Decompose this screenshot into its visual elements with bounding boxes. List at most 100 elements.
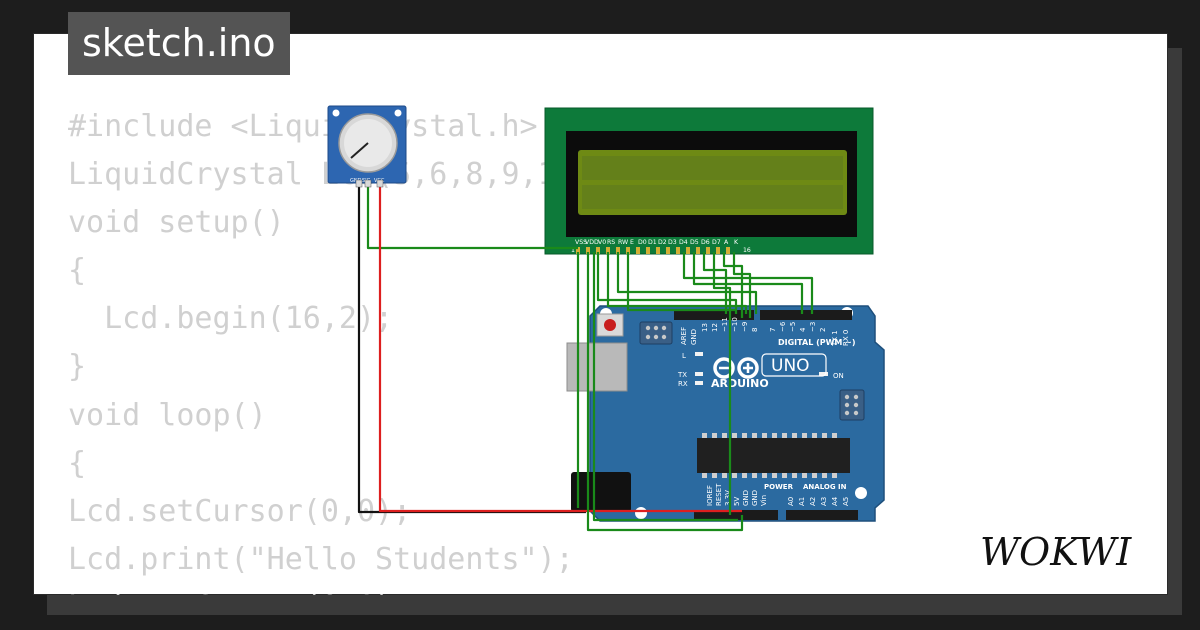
code-line-5: Lcd.begin(16,2); <box>68 301 394 337</box>
pin-5: ~5 <box>789 322 797 332</box>
pin-ioref: IOREF <box>706 485 714 506</box>
pin-6: ~6 <box>779 321 787 332</box>
pot-mount-hole <box>332 109 340 117</box>
lcd-pin-rw: RW <box>618 239 628 246</box>
wire-lcd-vdd <box>586 252 744 532</box>
atmega-chip <box>697 438 850 473</box>
digital-header-right <box>760 310 852 320</box>
pot-mount-hole <box>394 109 402 117</box>
arduino-logo-icon <box>713 357 759 379</box>
lcd-pin-d4: D4 <box>679 239 688 246</box>
pin-9: ~9 <box>741 322 749 332</box>
code-line-8: { <box>68 445 87 481</box>
analog-header <box>786 510 858 520</box>
power-header <box>694 510 778 520</box>
lcd-pin-vdd: VDD <box>585 239 599 246</box>
wires <box>357 187 814 532</box>
digital-header-left <box>674 310 754 320</box>
pin-a1: A1 <box>798 497 806 506</box>
pin-5v: 5V <box>733 497 741 506</box>
led-rx-label: RX <box>678 380 688 388</box>
icsp-header <box>639 321 673 345</box>
pin-8: 8 <box>751 328 759 332</box>
code-line-4: { <box>68 253 87 289</box>
lcd-pin-d3: D3 <box>668 239 677 246</box>
lcd-pin-e: E <box>630 239 634 246</box>
pin-a4: A4 <box>831 496 839 506</box>
code-line-7: void loop() <box>68 397 267 433</box>
lcd-pin-number-last: 16 <box>743 247 751 254</box>
brand-logo-text: WOKWI <box>980 530 1132 574</box>
potentiometer[interactable]: GND SIG VCC <box>327 105 407 188</box>
pin-tx: TX 1 <box>831 330 839 347</box>
code-line-3: void setup() <box>68 205 285 241</box>
model-label: UNO <box>771 356 810 376</box>
lcd-16x2[interactable]: VSS VDD V0 RS RW E D0 D1 D2 D3 D4 D5 D6 … <box>544 107 874 255</box>
pin-3: ~3 <box>809 322 817 332</box>
pot-indicator <box>350 142 369 159</box>
wire-pot-sig-lcd-v0 <box>366 187 578 250</box>
arduino-uno[interactable]: AREF GND 13 12 ~11 ~10 ~9 8 7 ~6 ~5 4 ~3… <box>566 305 885 522</box>
code-line-6: } <box>68 349 87 385</box>
lcd-char-grid <box>582 156 843 209</box>
wire-lcd-rw <box>616 252 758 314</box>
pin-a2: A2 <box>809 497 817 506</box>
pin-3v3: 3.3V <box>724 490 732 506</box>
code-line-10: Lcd.print("Hello Students"); <box>68 541 574 577</box>
wire-lcd-rs <box>606 252 748 314</box>
power-header-label: POWER <box>764 483 794 491</box>
pin-7: 7 <box>769 328 777 332</box>
wire-lcd-k <box>732 252 752 318</box>
lcd-pin-vss: VSS <box>575 239 587 246</box>
lcd-pin-k: K <box>734 239 739 246</box>
reset-button[interactable] <box>604 319 616 331</box>
wire-lcd-d7 <box>712 252 732 515</box>
pin-a3: A3 <box>820 497 828 506</box>
lcd-pin-d5: D5 <box>690 239 699 246</box>
pin-reset: RESET <box>715 483 723 506</box>
usb-connector <box>566 342 628 392</box>
pin-11: ~11 <box>721 317 729 332</box>
pin-10: ~10 <box>731 317 739 332</box>
led-on-label: ON <box>833 372 844 380</box>
wire-lcd-d5 <box>692 252 804 314</box>
pin-2: 2 <box>819 328 827 332</box>
icsp2-header <box>839 389 865 421</box>
file-tab[interactable]: sketch.ino <box>68 12 290 75</box>
digital-header-label: DIGITAL (PWM ~) <box>778 338 856 347</box>
lcd-pin-d2: D2 <box>658 239 667 246</box>
lcd-pin-d1: D1 <box>648 239 657 246</box>
wire-lcd-gnd-loop <box>592 252 738 522</box>
wire-lcd-d4 <box>682 252 814 314</box>
wire-pot-vcc <box>378 187 742 513</box>
lcd-pin-d6: D6 <box>701 239 710 246</box>
pin-gnd-2: GND <box>751 490 759 506</box>
led-l <box>695 352 703 356</box>
pin-12: 12 <box>711 323 719 332</box>
lcd-pin-a: A <box>724 239 729 246</box>
pin-gnd: GND <box>690 329 698 345</box>
led-tx-label: TX <box>677 371 687 379</box>
led-on <box>819 372 828 376</box>
mount-hole <box>855 487 867 499</box>
power-jack <box>571 472 631 512</box>
code-line-11: Lcd.setCursor(0,1); <box>68 584 588 595</box>
pin-4: 4 <box>799 327 807 332</box>
code-line-9: Lcd.setCursor(0,0); <box>68 493 412 529</box>
pin-gnd-1: GND <box>742 490 750 506</box>
pin-vin: Vin <box>760 495 768 506</box>
lcd-pin-d7: D7 <box>712 239 721 246</box>
brand-label: ARDUINO <box>711 377 769 390</box>
pin-aref: AREF <box>680 327 688 345</box>
wokwi-logo-icon: WOKWI <box>980 530 1132 574</box>
uno-badge <box>761 353 827 377</box>
wire-lcd-e <box>626 252 736 312</box>
lcd-pin-rs: RS <box>607 239 615 246</box>
mount-hole <box>635 507 647 519</box>
code-editor[interactable]: #include <LiquidCrystal.h>LiquidCrystal … <box>68 103 588 595</box>
analog-header-label: ANALOG IN <box>803 483 847 491</box>
pin-rx: RX 0 <box>842 330 850 346</box>
lcd-pin-d0: D0 <box>638 239 647 246</box>
